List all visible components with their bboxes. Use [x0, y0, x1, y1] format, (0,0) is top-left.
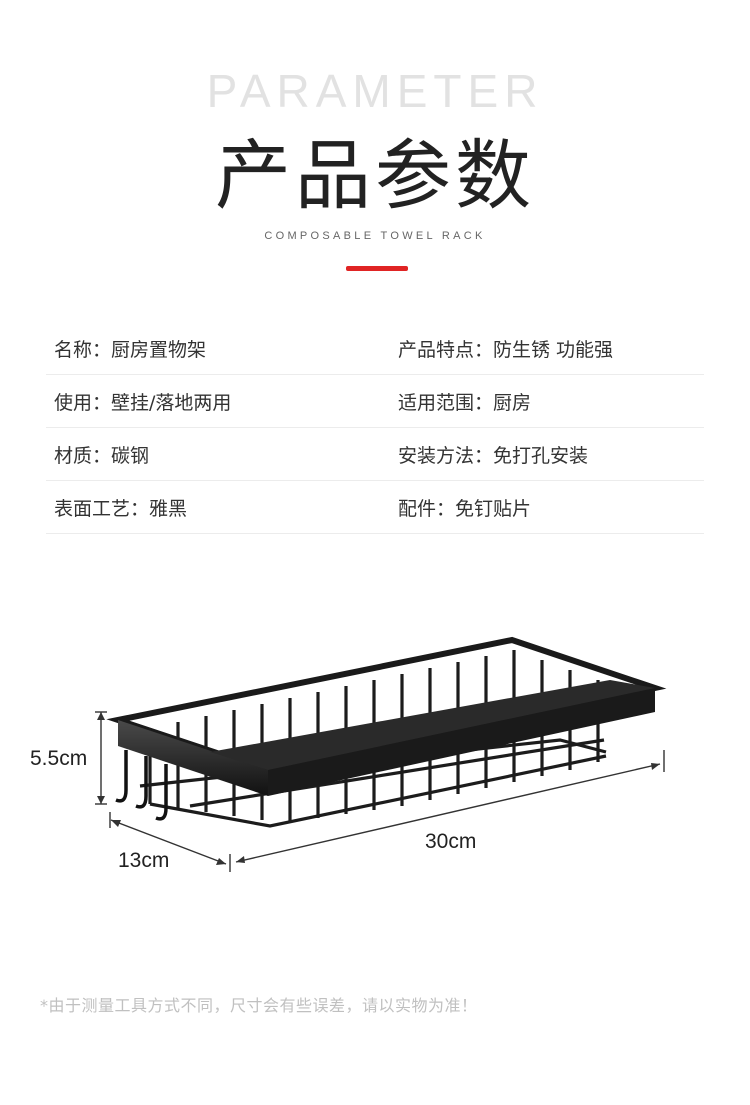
- param-accessory: 配件：免钉贴片: [398, 497, 532, 520]
- dimension-depth-label: 13cm: [118, 849, 170, 872]
- param-material: 材质：碳钢: [54, 444, 150, 467]
- param-usage: 使用：壁挂/落地两用: [54, 391, 232, 414]
- param-install: 安装方法：免打孔安装: [398, 444, 589, 467]
- dimension-height-label: 5.5cm: [30, 747, 88, 770]
- subtitle: COMPOSABLE TOWEL RACK: [264, 230, 486, 242]
- hook-icon: [115, 750, 168, 821]
- param-row: 表面工艺：雅黑 配件：免钉贴片: [46, 481, 704, 534]
- param-feature: 产品特点：防生锈 功能强: [398, 338, 614, 361]
- product-illustration: [95, 636, 667, 872]
- disclaimer-note: *由于测量工具方式不同，尺寸会有些误差，请以实物为准！: [40, 996, 478, 1015]
- page-title: 产品参数: [215, 131, 535, 220]
- param-name: 名称：厨房置物架: [54, 338, 207, 361]
- dimension-lines: [95, 711, 665, 872]
- param-row: 使用：壁挂/落地两用 适用范围：厨房: [46, 375, 704, 428]
- param-row: 材质：碳钢 安装方法：免打孔安装: [46, 428, 704, 481]
- param-finish: 表面工艺：雅黑: [54, 497, 188, 520]
- param-row: 名称：厨房置物架 产品特点：防生锈 功能强: [46, 322, 704, 375]
- dimension-width-label: 30cm: [425, 830, 477, 853]
- parameter-table: 名称：厨房置物架 产品特点：防生锈 功能强 使用：壁挂/落地两用 适用范围：厨房…: [46, 322, 704, 534]
- rack-front-rim: [118, 680, 655, 796]
- accent-divider: [346, 266, 408, 271]
- english-title: PARAMETER: [206, 65, 544, 117]
- param-scope: 适用范围：厨房: [398, 391, 532, 414]
